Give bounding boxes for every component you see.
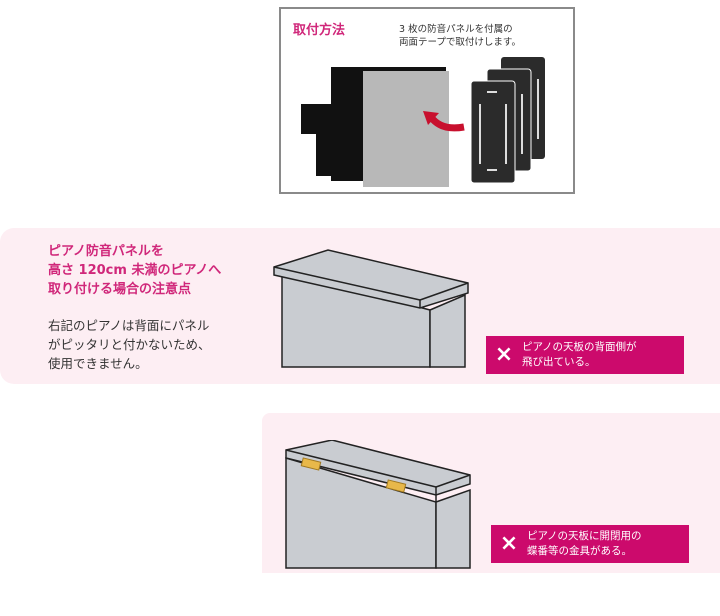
piano-overhang-illustration	[273, 249, 469, 368]
warning-overhang: × ピアノの天板の背面側が 飛び出ている。	[486, 336, 684, 374]
cross-icon: ×	[499, 531, 519, 556]
piano-back-icon	[301, 67, 449, 187]
install-title: 取付方法	[293, 23, 346, 38]
install-description: 3 枚の防音パネルを付属の 両面テープで取付けします。	[399, 24, 521, 48]
hinge-icon	[300, 457, 407, 493]
cross-icon: ×	[494, 342, 514, 367]
piano-hinge-illustration	[285, 440, 471, 569]
install-illustration	[301, 57, 545, 187]
arrow-icon	[423, 111, 465, 132]
sound-panels-icon	[470, 57, 545, 184]
warning-hinge: × ピアノの天板に開閉用の 蝶番等の金具がある。	[491, 525, 689, 563]
notice-body: 右記のピアノは背面にパネル がピッタリと付かないため、 使用できません。	[48, 318, 211, 371]
install-method-box: 取付方法 3 枚の防音パネルを付属の 両面テープで取付けします。	[279, 7, 575, 194]
notice-title: ピアノ防音パネルを 高さ 120cm 未満のピアノへ 取り付ける場合の注意点	[48, 244, 222, 297]
